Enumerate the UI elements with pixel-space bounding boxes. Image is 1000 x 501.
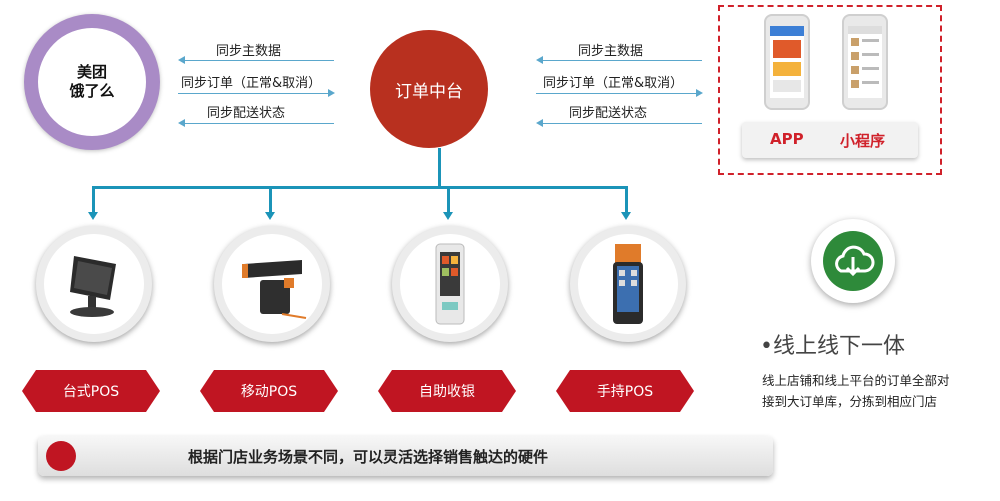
self-checkout-icon <box>392 226 508 342</box>
side-note-line2: 接到大订单库，分拣到相应门店 <box>762 394 938 409</box>
device-label-desktop-pos: 台式POS <box>22 370 160 412</box>
arrow-left-4 <box>542 123 702 124</box>
sync-left-orders: 同步订单（正常&取消） <box>181 76 322 91</box>
mobile-pos-icon <box>214 226 330 342</box>
drop-arrow-4 <box>621 212 631 220</box>
app-phone-icon <box>764 14 810 110</box>
arrow-head-left-4 <box>536 119 543 127</box>
banner-text: 根据门店业务场景不同，可以灵活选择销售触达的硬件 <box>188 448 549 466</box>
device-label-mobile-pos: 移动POS <box>200 370 338 412</box>
hub-trunk-line <box>438 148 441 188</box>
sync-left-master: 同步主数据 <box>216 44 282 59</box>
cloud-download-icon <box>811 219 895 303</box>
bottom-banner: 根据门店业务场景不同，可以灵活选择销售触达的硬件 <box>38 436 773 476</box>
mini-program-label: 小程序 <box>840 132 886 150</box>
channels-dashed-box <box>718 5 942 175</box>
device-label-text: 台式POS <box>62 384 120 400</box>
drop-line-1 <box>92 186 95 212</box>
arrow-head-right-2 <box>696 89 703 97</box>
side-note-description: 线上店铺和线上平台的订单全部对 接到大订单库，分拣到相应门店 <box>762 370 950 412</box>
arrow-left-2 <box>184 123 334 124</box>
channel-label-bar: APP 小程序 <box>742 122 918 158</box>
sync-right-master: 同步主数据 <box>578 44 644 59</box>
sync-left-delivery: 同步配送状态 <box>207 106 286 121</box>
drop-line-3 <box>447 186 450 212</box>
side-note-line1: 线上店铺和线上平台的订单全部对 <box>762 373 950 388</box>
partner-line1: 美团 <box>76 63 107 81</box>
partner-line2: 饿了么 <box>69 82 115 100</box>
banner-dot-icon <box>46 441 76 471</box>
arrow-right-1 <box>178 93 328 94</box>
device-label-text: 移动POS <box>240 384 298 400</box>
arrow-head-right-1 <box>328 89 335 97</box>
device-label-text: 手持POS <box>596 384 654 400</box>
handheld-pos-icon <box>570 226 686 342</box>
desktop-pos-icon <box>36 226 152 342</box>
arrow-left-3 <box>542 60 702 61</box>
sync-right-orders: 同步订单（正常&取消） <box>543 76 684 91</box>
device-label-handheld-pos: 手持POS <box>556 370 694 412</box>
drop-arrow-2 <box>265 212 275 220</box>
arrow-right-2 <box>536 93 696 94</box>
arrow-head-left-2 <box>178 119 185 127</box>
device-label-text: 自助收银 <box>419 384 475 400</box>
arrow-left-1 <box>184 60 334 61</box>
device-bus-line <box>92 186 628 189</box>
drop-arrow-1 <box>88 212 98 220</box>
arrow-head-left-3 <box>536 56 543 64</box>
mini-program-phone-icon <box>842 14 888 110</box>
app-label: APP <box>770 130 804 148</box>
side-note-title: •线上线下一体 <box>760 334 905 359</box>
arrow-head-left-1 <box>178 56 185 64</box>
drop-line-2 <box>269 186 272 212</box>
drop-line-4 <box>625 186 628 212</box>
drop-arrow-3 <box>443 212 453 220</box>
partner-platform-circle: 美团 饿了么 <box>24 14 160 150</box>
device-label-self-checkout: 自助收银 <box>378 370 516 412</box>
hub-label: 订单中台 <box>395 81 463 102</box>
sync-right-delivery: 同步配送状态 <box>569 106 648 121</box>
order-hub-circle: 订单中台 <box>370 30 488 148</box>
